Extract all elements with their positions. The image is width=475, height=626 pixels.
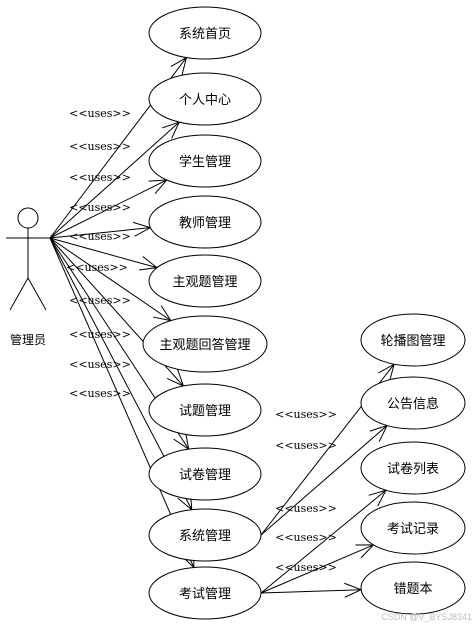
uses-label: <<uses>> [69, 140, 131, 153]
use-case-uc1: 系统首页 [148, 6, 262, 60]
use-case-uc10: 考试管理 [148, 566, 262, 620]
use-case-uc8: 试卷管理 [148, 447, 262, 501]
use-case-uc7-label: 试题管理 [179, 404, 231, 419]
actor-right-leg [27, 277, 47, 311]
use-case-uc6: 主观题回答管理 [142, 315, 268, 373]
uses-labels-layer: <<uses>> <<uses>> <<uses>> <<uses>> <<uses>>… [66, 107, 337, 574]
use-case-uc8-label: 试卷管理 [179, 467, 231, 483]
actor-head [17, 207, 39, 229]
uses-label: <<uses>> [69, 358, 131, 371]
sub-use-case-s1: 轮播图管理 [360, 313, 466, 367]
use-case-uc1-label: 系统首页 [179, 27, 231, 42]
sub-use-case-s4: 考试记录 [360, 501, 466, 555]
use-case-nodes-layer: 系统首页个人中心学生管理教师管理主观题管理主观题回答管理试题管理试卷管理系统管理… [142, 6, 466, 620]
sub-use-case-s5-label: 错题本 [393, 582, 432, 597]
use-case-uc10-label: 考试管理 [179, 587, 231, 602]
use-case-uc5-label: 主观题管理 [172, 275, 237, 290]
use-case-uc3-label: 学生管理 [179, 154, 231, 170]
use-case-uc4-label: 教师管理 [179, 215, 231, 231]
use-case-uc6-label: 主观题回答管理 [159, 337, 250, 353]
use-case-uc7: 试题管理 [148, 383, 262, 437]
uses-label: <<uses>> [66, 261, 128, 274]
uses-label: <<uses>> [69, 328, 131, 341]
uses-label: <<uses>> [69, 387, 131, 400]
sub-use-case-s3-label: 试卷列表 [387, 461, 439, 477]
use-case-uc5: 主观题管理 [148, 254, 262, 308]
uses-label: <<uses>> [275, 502, 337, 515]
sub-use-case-s4-label: 考试记录 [387, 522, 439, 537]
use-case-uc9-label: 系统管理 [179, 529, 231, 544]
uses-label: <<uses>> [69, 230, 131, 243]
edge-uc10-s5 [260, 582, 363, 598]
actor-left-leg [9, 277, 29, 311]
uses-label: <<uses>> [69, 201, 131, 214]
use-case-uc9: 系统管理 [148, 508, 262, 562]
sub-use-case-s2: 公告信息 [360, 376, 466, 430]
use-case-uc2: 个人中心 [148, 72, 262, 126]
sub-use-case-s5: 错题本 [360, 561, 466, 615]
sub-use-case-s3: 试卷列表 [360, 441, 466, 495]
uses-label: <<uses>> [275, 408, 337, 421]
use-case-uc4: 教师管理 [148, 195, 262, 249]
use-case-uc2-label: 个人中心 [179, 93, 231, 108]
sub-use-case-s1-label: 轮播图管理 [380, 334, 445, 349]
actor [6, 207, 50, 311]
watermark: CSDN @V_BYSJ8341 [381, 612, 472, 622]
uses-label: <<uses>> [275, 561, 337, 574]
use-case-uc3: 学生管理 [148, 134, 262, 188]
sub-use-case-s2-label: 公告信息 [387, 396, 439, 412]
uses-label: <<uses>> [69, 171, 131, 184]
actor-label: 管理员 [10, 332, 46, 347]
uses-label: <<uses>> [69, 294, 131, 307]
uses-label: <<uses>> [275, 531, 337, 544]
uses-label: <<uses>> [69, 107, 131, 120]
uses-label: <<uses>> [275, 439, 337, 452]
